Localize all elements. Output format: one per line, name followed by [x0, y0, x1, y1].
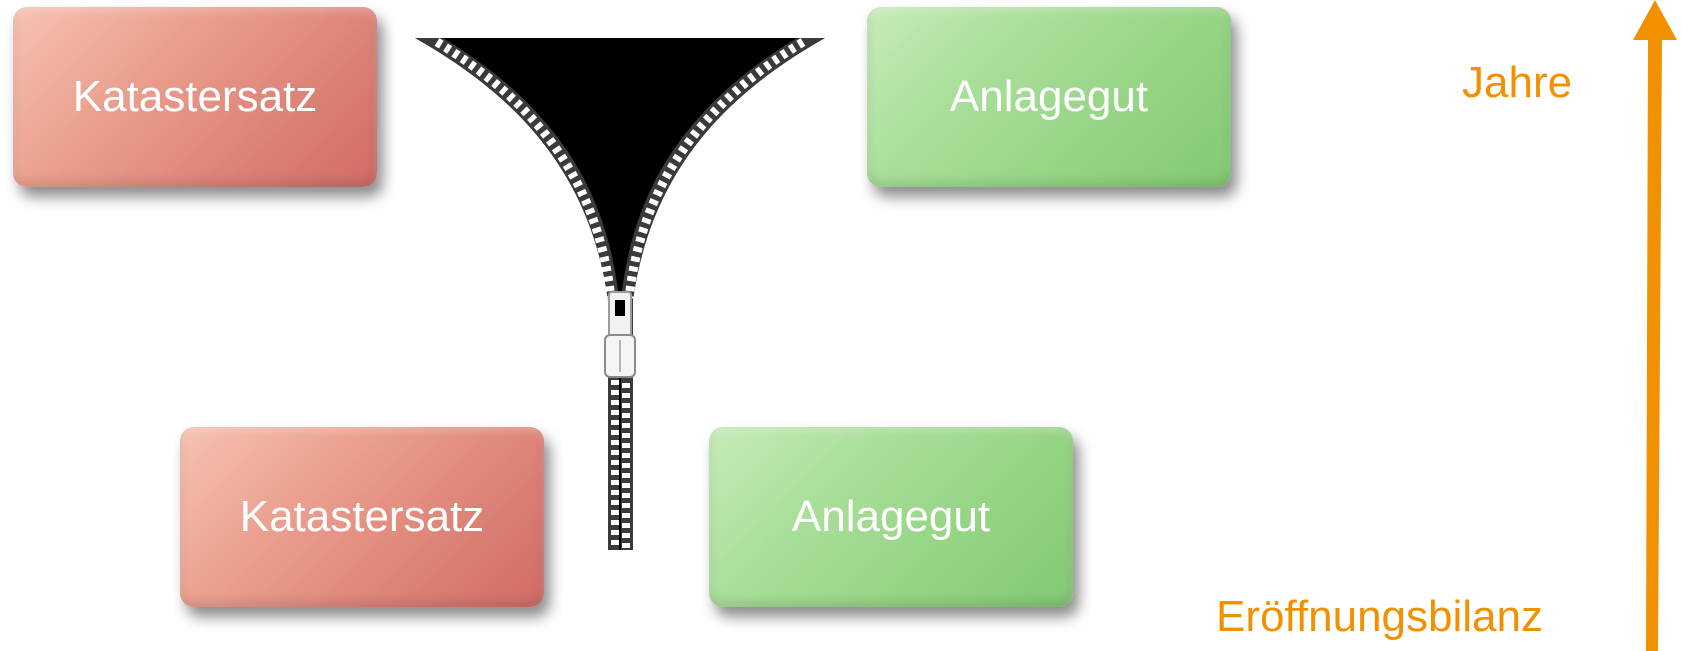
katastersatz-label-top: Katastersatz	[72, 72, 318, 121]
opening-balance-label: Eröffnungsbilanz	[1216, 592, 1543, 641]
katastersatz-box-bottom: Katastersatz	[180, 427, 544, 607]
anlagegut-box-top: Anlagegut	[867, 7, 1231, 187]
years-label: Jahre	[1462, 58, 1573, 107]
anlagegut-box-bottom: Anlagegut	[709, 427, 1073, 607]
katastersatz-box-top: Katastersatz	[13, 7, 377, 187]
zipper-icon	[415, 38, 825, 550]
up-arrow-icon	[1633, 0, 1677, 651]
anlagegut-label-top: Anlagegut	[949, 72, 1149, 121]
anlagegut-label-bottom: Anlagegut	[791, 492, 991, 541]
katastersatz-label-bottom: Katastersatz	[239, 492, 485, 541]
